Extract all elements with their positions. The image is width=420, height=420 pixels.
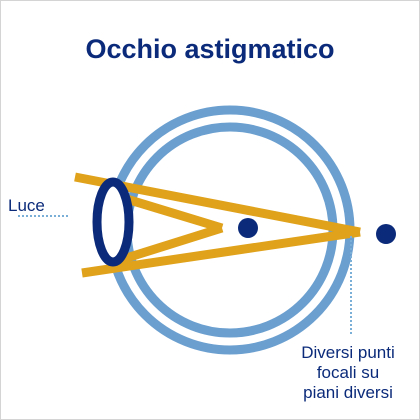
- focal-label-line-3: piani diversi: [303, 383, 393, 402]
- eyeball-inner-ring: [122, 122, 338, 338]
- light-ray-upper-short: [118, 192, 224, 233]
- focal-point-behind-eye: [376, 224, 396, 244]
- eyeball-outer-ring: [105, 105, 355, 355]
- lens: [92, 177, 134, 267]
- focal-label-line-1: Diversi punti: [301, 343, 395, 362]
- focal-points-label: Diversi punti focali su piani diversi: [283, 343, 413, 403]
- focal-point-inside-eye: [238, 218, 258, 238]
- light-label: Luce: [8, 196, 45, 215]
- light-ray-lower-short: [118, 223, 224, 265]
- diagram-title: Occhio astigmatico: [85, 34, 335, 64]
- focal-label-line-2: focali su: [316, 363, 380, 382]
- light-ray-lower-long: [81, 227, 361, 278]
